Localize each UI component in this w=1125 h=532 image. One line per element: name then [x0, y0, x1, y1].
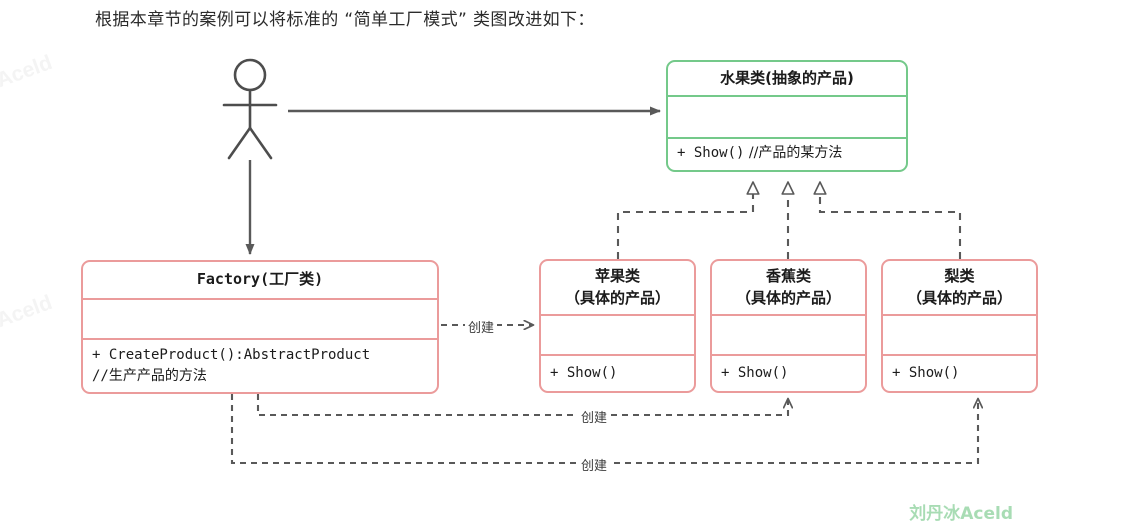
edge-label-create-apple: 创建: [465, 317, 498, 336]
banana-method-show: + Show(): [721, 365, 789, 381]
class-box-banana[interactable]: 香蕉类 （具体的产品） + Show(): [710, 259, 867, 393]
watermark-side-bottom: Aceld: [0, 290, 56, 333]
class-box-pear[interactable]: 梨类 （具体的产品） + Show(): [881, 259, 1038, 393]
edge-factory-creates-banana: [256, 394, 788, 417]
factory-title-compartment: Factory(工厂类): [83, 262, 437, 298]
edge-apple-realizes-abstract: [616, 181, 760, 259]
apple-title-compartment: 苹果类 （具体的产品）: [541, 261, 694, 314]
factory-title: Factory(工厂类): [196, 270, 324, 289]
class-box-factory[interactable]: Factory(工厂类) + CreateProduct():AbstractP…: [81, 260, 439, 394]
actor-left-leg: [227, 126, 252, 160]
abstract-product-title: 水果类(抽象的产品): [720, 68, 854, 87]
abstract-product-methods-compartment: + Show() //产品的某方法: [668, 137, 906, 168]
watermark-author: 刘丹冰Aceld: [909, 504, 1013, 524]
page-title: 根据本章节的案例可以将标准的 “简单工厂模式” 类图改进如下：: [95, 10, 595, 30]
apple-attributes-compartment: [541, 314, 694, 354]
factory-attributes-compartment: [83, 298, 437, 338]
edge-pear-realizes-abstract: [813, 181, 962, 259]
pear-attributes-compartment: [883, 314, 1036, 354]
actor-head-icon: [233, 58, 267, 92]
apple-methods-compartment: + Show(): [541, 354, 694, 391]
class-box-abstract-product[interactable]: 水果类(抽象的产品) + Show() //产品的某方法: [666, 60, 908, 172]
edge-label-create-banana: 创建: [578, 407, 611, 426]
pear-method-show: + Show(): [892, 365, 960, 381]
abstract-product-title-compartment: 水果类(抽象的产品): [668, 62, 906, 95]
pear-title-line1: 梨类: [944, 266, 975, 285]
apple-method-show: + Show(): [550, 365, 618, 381]
banana-methods-compartment: + Show(): [712, 354, 865, 391]
abstract-product-attributes-compartment: [668, 95, 906, 137]
banana-attributes-compartment: [712, 314, 865, 354]
class-box-apple[interactable]: 苹果类 （具体的产品） + Show(): [539, 259, 696, 393]
apple-title-line2: （具体的产品）: [564, 288, 670, 307]
banana-title-line2: （具体的产品）: [735, 288, 841, 307]
edge-factory-creates-pear: [230, 394, 978, 465]
factory-method-createproduct: + CreateProduct():AbstractProduct: [92, 347, 371, 363]
banana-title-compartment: 香蕉类 （具体的产品）: [712, 261, 865, 314]
factory-method-comment: //生产产品的方法: [92, 368, 207, 384]
pear-methods-compartment: + Show(): [883, 354, 1036, 391]
apple-title-line1: 苹果类: [594, 266, 640, 285]
abstract-product-method: + Show() //产品的某方法: [677, 145, 843, 161]
pear-title-compartment: 梨类 （具体的产品）: [883, 261, 1036, 314]
pear-title-line2: （具体的产品）: [906, 288, 1012, 307]
watermark-side-top: Aceld: [0, 50, 56, 93]
banana-title-line1: 香蕉类: [765, 266, 811, 285]
actor-right-leg: [248, 126, 273, 160]
edge-label-create-pear: 创建: [578, 455, 611, 474]
factory-methods-compartment: + CreateProduct():AbstractProduct //生产产品…: [83, 338, 437, 392]
actor-stick-figure: [222, 58, 278, 160]
